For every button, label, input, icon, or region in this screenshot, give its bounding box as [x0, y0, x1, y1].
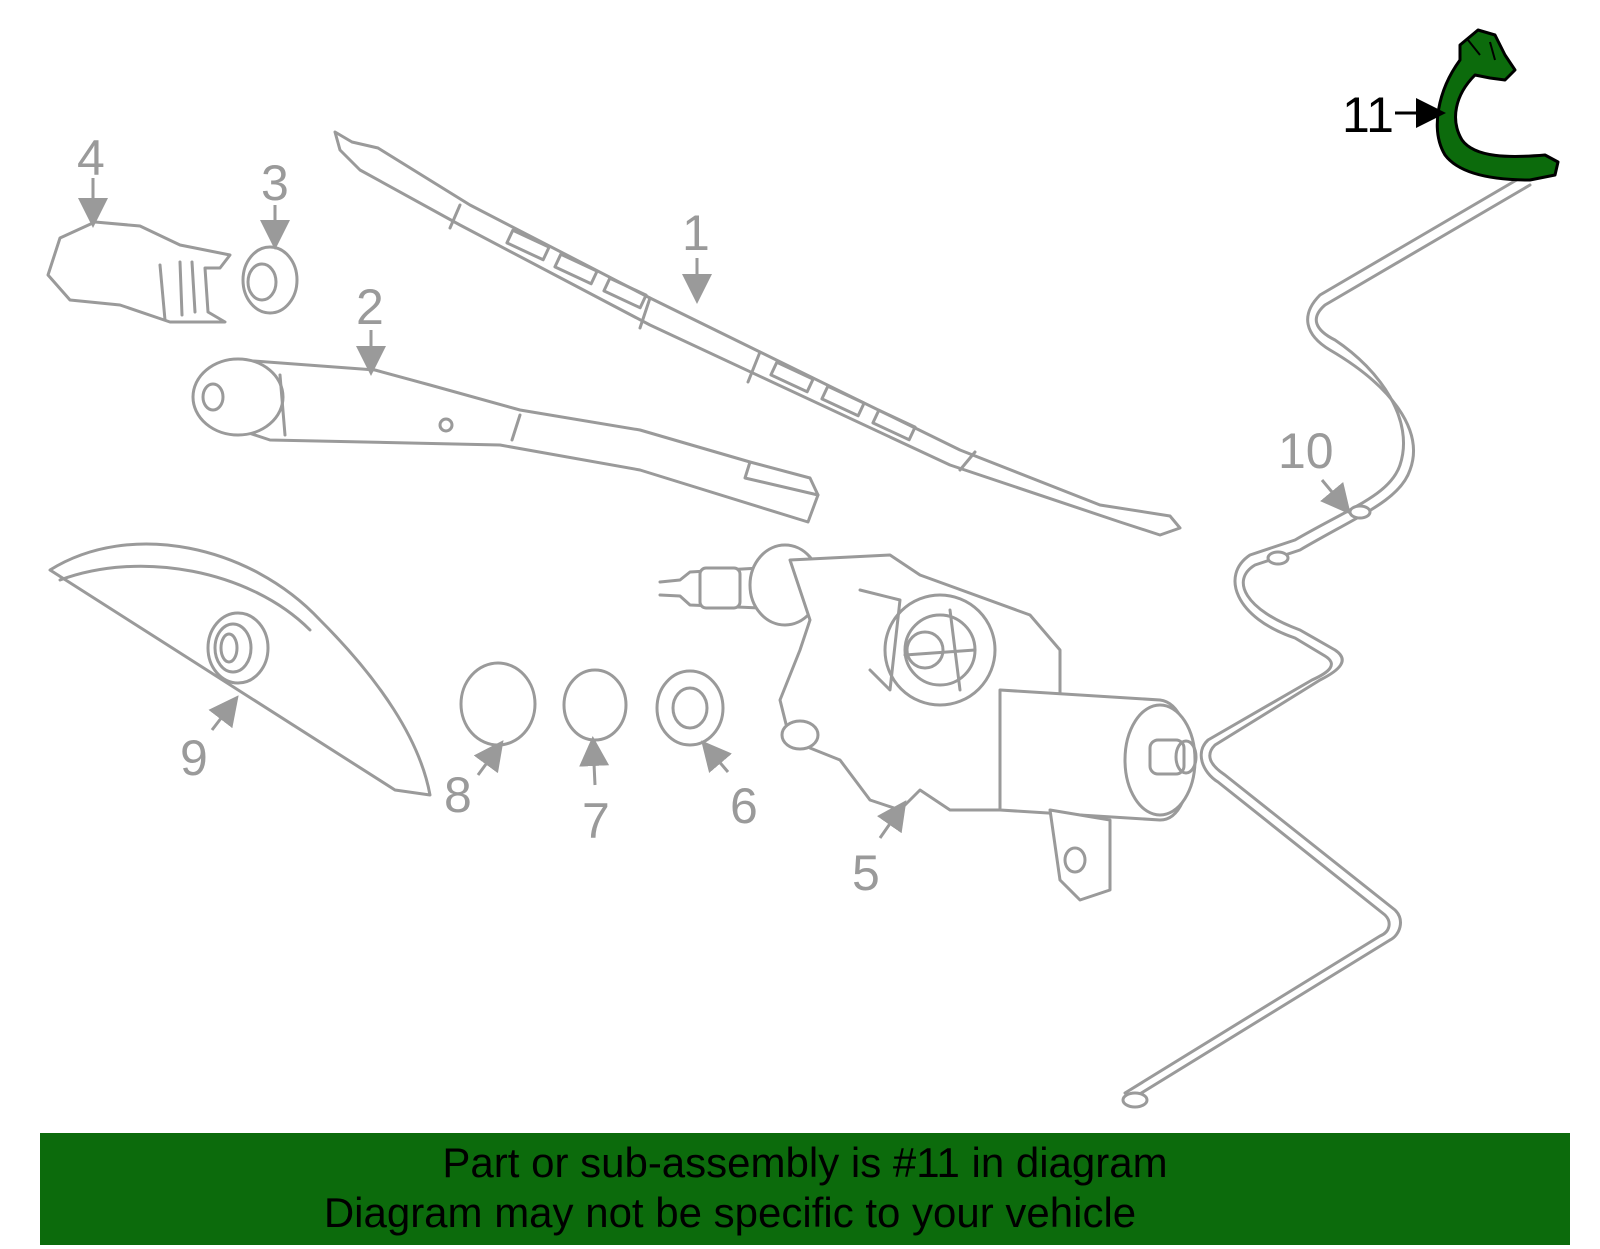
banner-line-2: Diagram may not be specific to your vehi…	[323, 1189, 1137, 1236]
parts-diagram: 1 2 3 4 5 6 7 8 9 10 11	[46, 28, 1560, 1109]
info-banner: Part or sub-assembly is #11 in diagram D…	[40, 1133, 1570, 1245]
callout-8: 8	[444, 767, 472, 823]
callout-4: 4	[77, 130, 105, 186]
part-5-wiper-motor[interactable]	[658, 543, 1198, 902]
leader-6	[701, 740, 732, 773]
callout-9: 9	[180, 730, 208, 786]
part-6-grommet[interactable]	[655, 669, 725, 747]
part-4-arm-cover[interactable]	[46, 220, 232, 324]
callout-7: 7	[582, 793, 610, 849]
banner-line-1: Part or sub-assembly is #11 in diagram	[442, 1139, 1168, 1186]
callout-1: 1	[682, 205, 710, 261]
callout-6: 6	[730, 778, 758, 834]
part-9-cover[interactable]	[48, 542, 432, 797]
part-2-wiper-arm[interactable]	[191, 357, 820, 524]
callout-3: 3	[261, 155, 289, 211]
callout-5: 5	[852, 845, 880, 901]
callout-10: 10	[1278, 423, 1334, 479]
leader-9	[208, 695, 239, 731]
callout-2: 2	[356, 279, 384, 335]
part-1-wiper-blade[interactable]	[333, 130, 1182, 537]
leader-8	[473, 740, 504, 776]
part-8-washer[interactable]	[459, 661, 537, 747]
leader-7	[579, 736, 610, 786]
callout-11: 11	[1342, 87, 1394, 143]
leader-5	[876, 800, 907, 839]
part-7-washer[interactable]	[562, 668, 628, 742]
leader-10	[1320, 479, 1351, 515]
part-11-hose-elbow[interactable]	[1435, 28, 1560, 182]
part-10-washer-hose[interactable]	[1121, 173, 1532, 1109]
part-3-cap[interactable]	[241, 245, 299, 315]
